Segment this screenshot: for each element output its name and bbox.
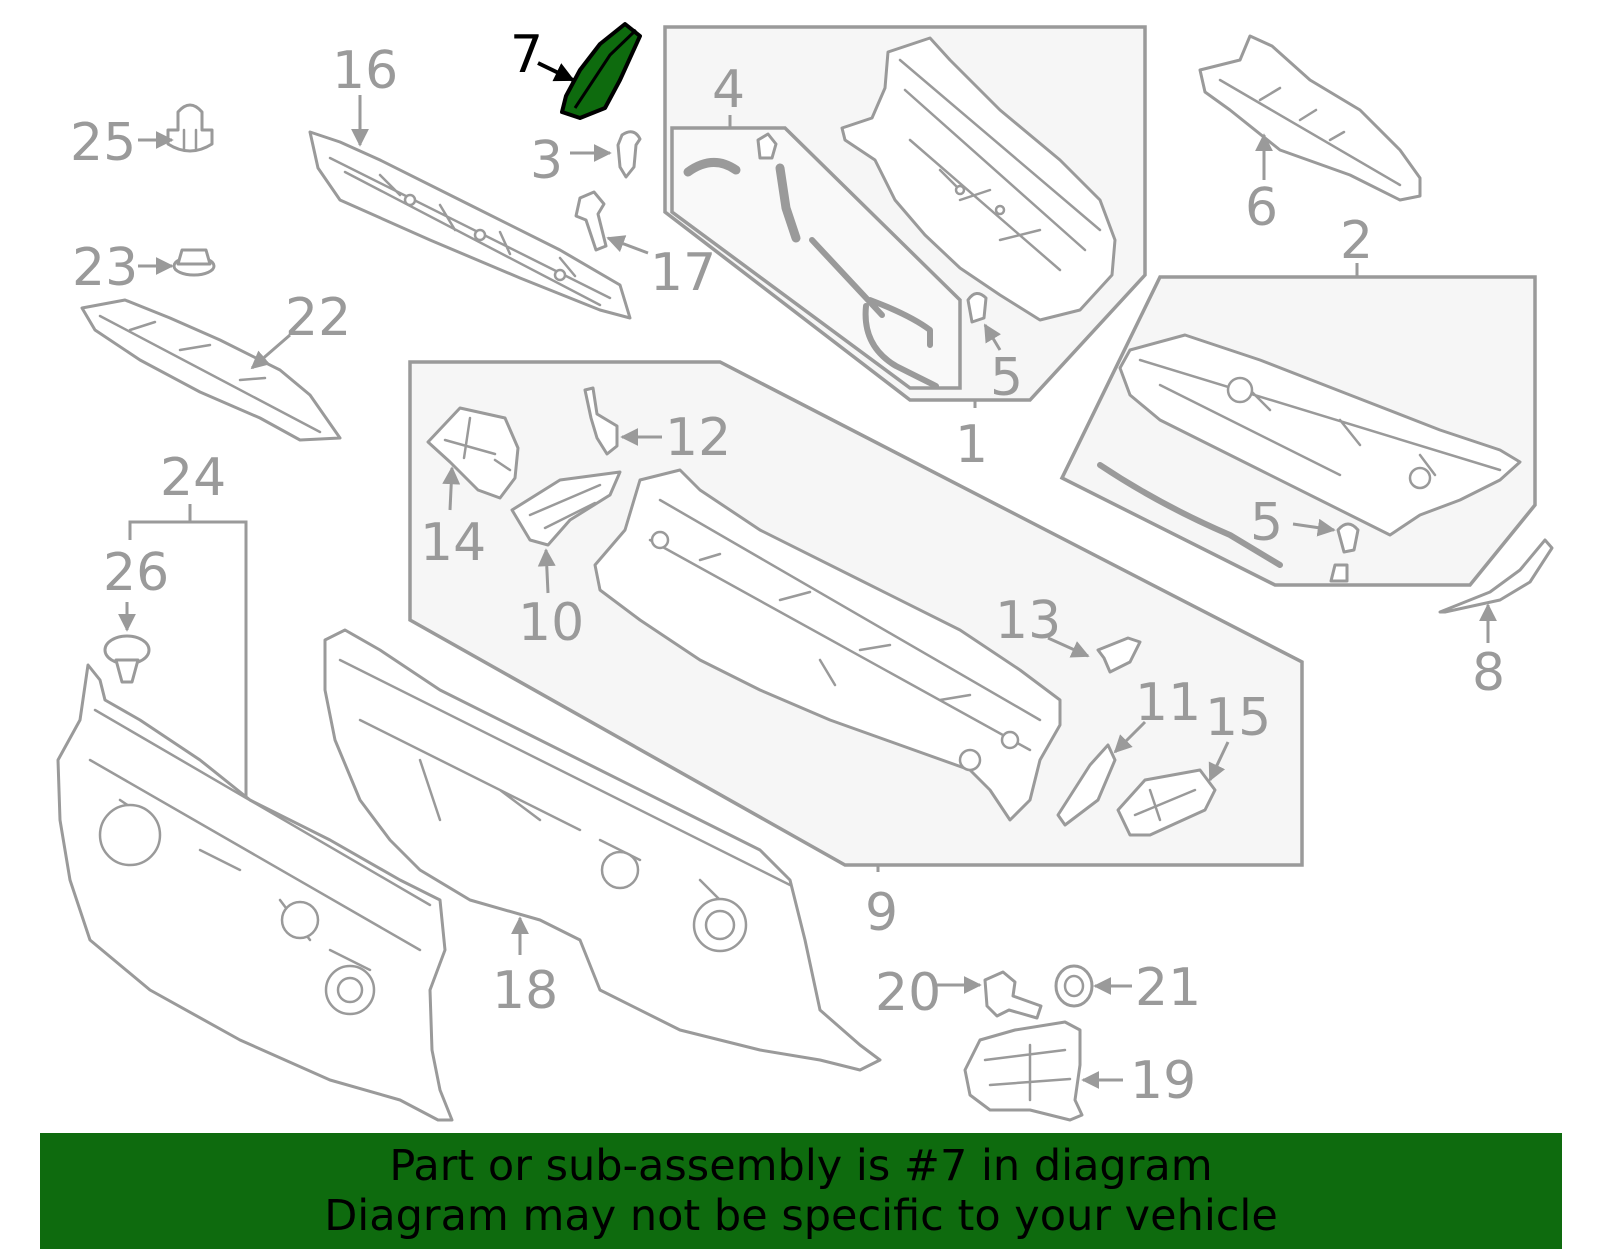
callout-25: 25 [70,113,136,173]
callout-20: 20 [875,963,941,1023]
part-13[interactable] [1096,636,1142,674]
part-15[interactable] [1116,768,1217,837]
notice-banner: Part or sub-assembly is #7 in diagram Di… [40,1133,1562,1249]
banner-line-2: Diagram may not be specific to your vehi… [324,1191,1278,1241]
banner-line-1: Part or sub-assembly is #7 in diagram [389,1141,1213,1191]
part-6[interactable] [1198,34,1422,202]
bracket-24 [128,520,248,800]
callout-23: 23 [72,238,138,298]
callout-5-upper: 5 [990,348,1023,408]
part-5-lower[interactable] [1329,522,1360,583]
callout-26: 26 [103,543,169,603]
part-5-upper[interactable] [966,292,988,324]
callout-19: 19 [1130,1051,1196,1111]
callout-11: 11 [1135,673,1201,733]
part-17[interactable] [574,190,608,252]
part-26[interactable] [103,634,151,684]
part-11[interactable] [1056,743,1117,827]
callout-22: 22 [285,288,351,348]
callout-14: 14 [420,513,486,573]
part-16[interactable] [308,130,632,320]
part-7[interactable] [560,22,642,120]
part-9[interactable] [593,468,1062,822]
callout-12: 12 [665,408,731,468]
callout-2: 2 [1340,211,1373,271]
part-23[interactable] [172,248,216,277]
leader-14 [442,466,461,511]
part-18[interactable] [323,628,882,1072]
callout-18: 18 [492,961,558,1021]
callout-7: 7 [510,25,543,85]
part-20[interactable] [983,970,1043,1020]
part-25[interactable] [166,103,214,153]
callout-1: 1 [955,415,988,475]
part-24[interactable] [56,663,454,1122]
part-22[interactable] [80,298,342,442]
part-8[interactable] [1438,538,1554,614]
leader-5-lower [1292,518,1336,537]
leader-5-upper [983,323,1002,351]
callout-3: 3 [530,131,563,191]
part-10[interactable] [510,470,622,547]
callout-15: 15 [1205,688,1271,748]
group-box-4 [670,126,962,390]
leader-10 [537,548,556,594]
callout-8: 8 [1472,643,1505,703]
callout-17: 17 [650,243,716,303]
leader-22 [250,333,291,370]
callout-4: 4 [712,60,745,120]
leader-13 [1047,636,1090,658]
callout-10: 10 [518,593,584,653]
part-19[interactable] [963,1020,1084,1122]
part-21[interactable] [1054,964,1094,1008]
leader-17 [606,235,649,255]
leader-15 [1208,741,1230,782]
part-1[interactable] [840,36,1117,322]
part-12[interactable] [583,386,619,456]
callout-24: 24 [160,448,226,508]
callout-13: 13 [995,591,1061,651]
callout-5-lower: 5 [1250,493,1283,553]
part-3[interactable] [616,130,642,179]
leader-11 [1113,720,1147,754]
callout-6: 6 [1245,178,1278,238]
callout-16: 16 [332,41,398,101]
callout-9: 9 [865,883,898,943]
part-4[interactable] [683,132,939,389]
part-2[interactable] [1097,333,1522,568]
callout-21: 21 [1135,958,1201,1018]
leader-7 [537,61,575,82]
